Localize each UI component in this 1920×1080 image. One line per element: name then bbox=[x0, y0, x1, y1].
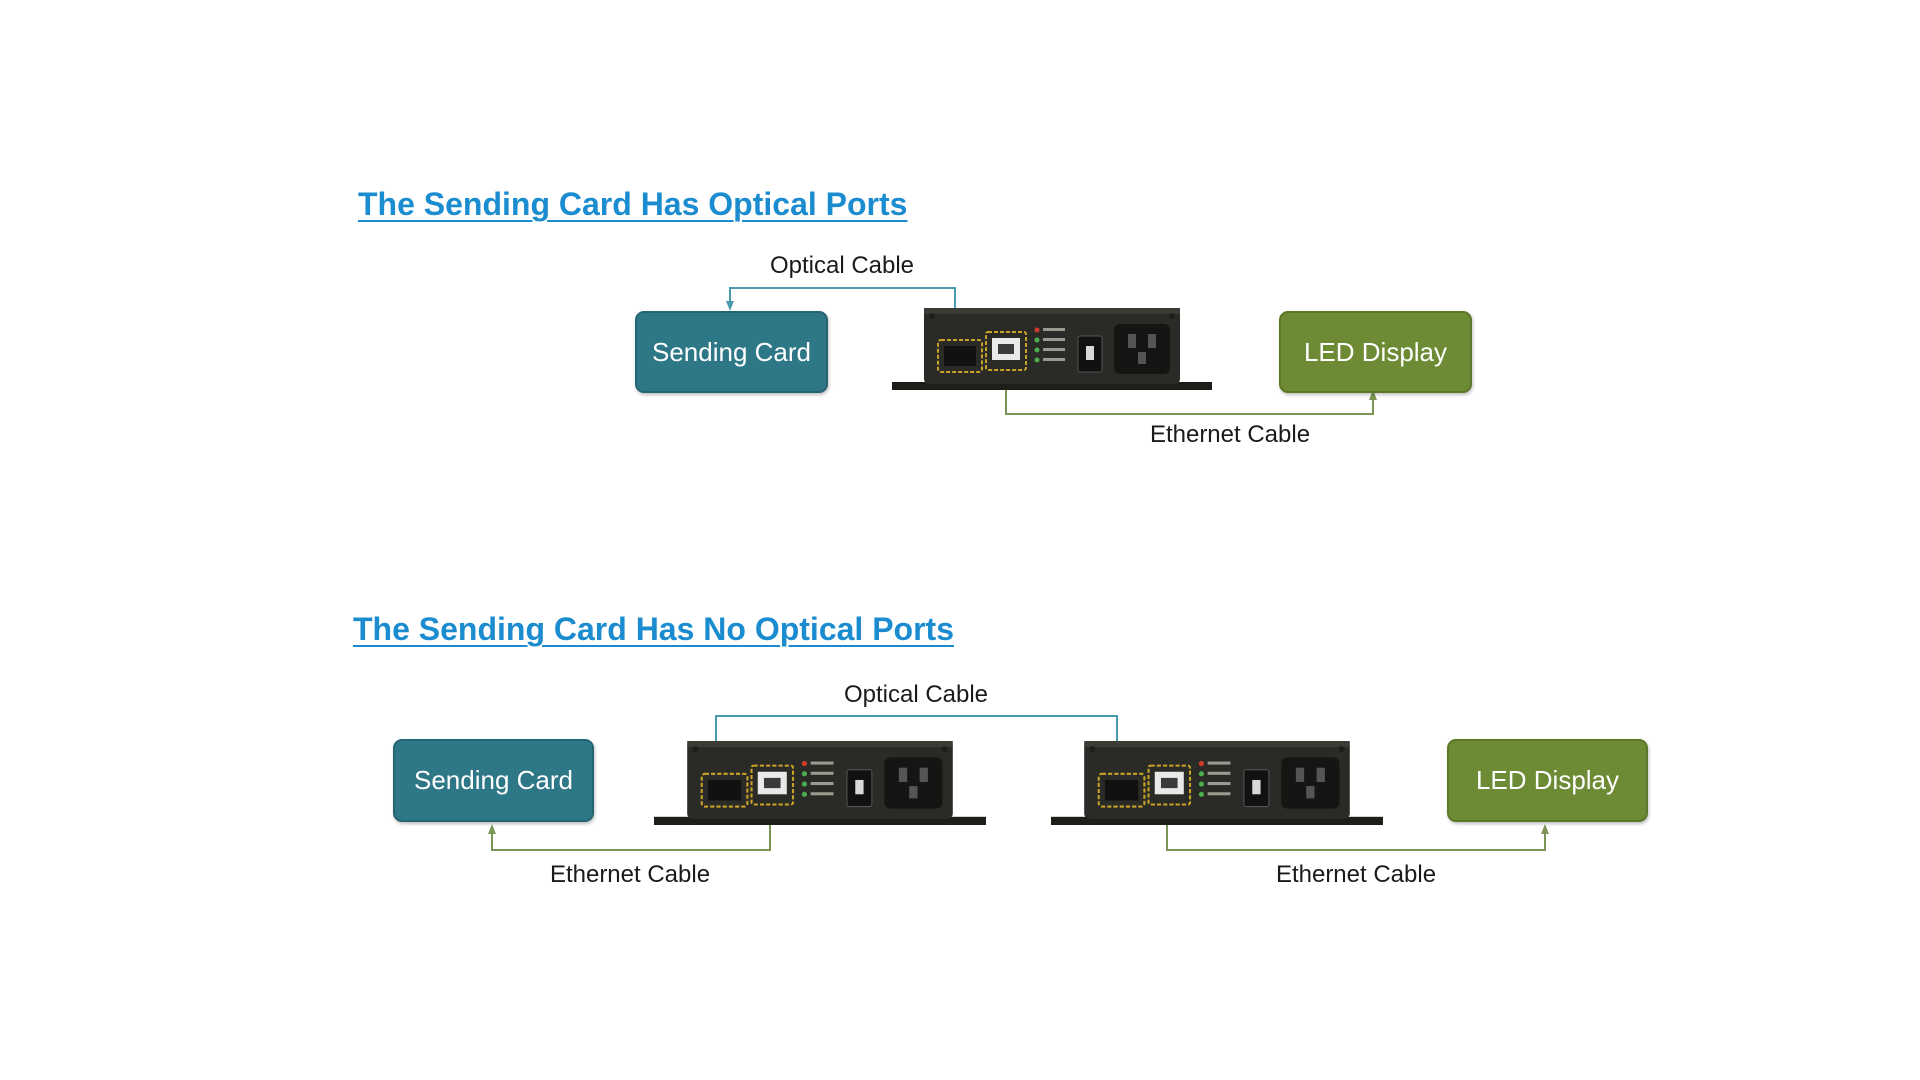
ethernet-cable-label: Ethernet Cable bbox=[1149, 421, 1311, 448]
fiber-converter-icon-left bbox=[654, 739, 986, 825]
ethernet-cable-line-top bbox=[1005, 374, 1377, 415]
ethernet-cable-line-bottom-right bbox=[1166, 808, 1549, 851]
led-display-box: LED Display bbox=[1279, 311, 1472, 393]
sending-card-box-bottom: Sending Card bbox=[393, 739, 594, 822]
ethernet-cable-line-bottom-left bbox=[488, 808, 771, 851]
section-title-optical-ports: The Sending Card Has Optical Ports bbox=[358, 186, 908, 222]
section-title-no-optical-ports: The Sending Card Has No Optical Ports bbox=[353, 611, 954, 647]
ethernet-cable-label-bottom-right: Ethernet Cable bbox=[1275, 861, 1437, 888]
ethernet-cable-label-bottom-left: Ethernet Cable bbox=[549, 861, 711, 888]
optical-cable-label-bottom: Optical Cable bbox=[843, 681, 989, 708]
led-display-box-bottom: LED Display bbox=[1447, 739, 1648, 822]
fiber-converter-icon-right bbox=[1051, 739, 1383, 825]
fiber-converter-icon bbox=[892, 306, 1212, 390]
optical-cable-label: Optical Cable bbox=[769, 252, 915, 279]
sending-card-box: Sending Card bbox=[635, 311, 828, 393]
